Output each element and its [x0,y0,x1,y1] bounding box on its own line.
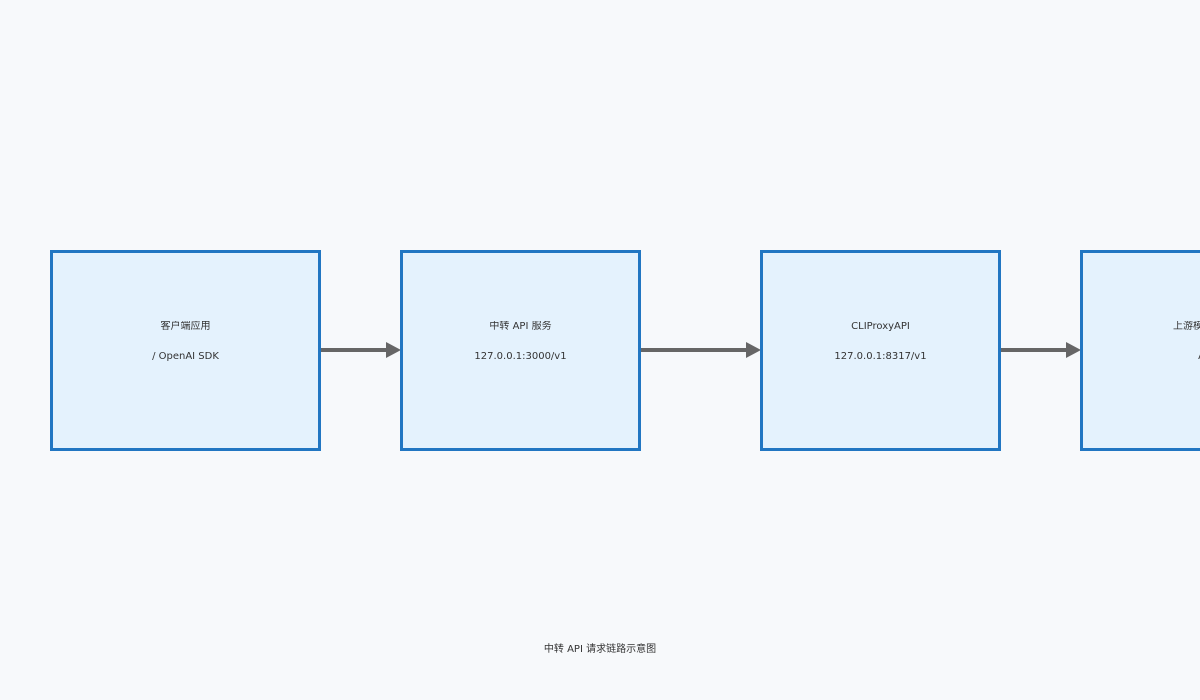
node-title: 上游模型服务 [1173,321,1200,332]
node-relay-api: 中转 API 服务 127.0.0.1:3000/v1 [400,250,641,451]
node-subtitle: AI [1083,351,1200,363]
node-client-app: 客户端应用 / OpenAI SDK [50,250,321,451]
node-title: 客户端应用 [160,321,211,332]
node-title: 中转 API 服务 [489,321,552,332]
diagram-caption: 中转 API 请求链路示意图 [543,644,657,655]
arrow-proxy-to-upstream [1001,342,1081,358]
arrow-client-to-relay [321,342,401,358]
arrow-relay-to-proxy [641,342,761,358]
node-subtitle: / OpenAI SDK [152,351,219,362]
node-upstream-model: 上游模型服务 AI [1080,250,1200,451]
node-subtitle: 127.0.0.1:8317/v1 [834,351,927,362]
node-subtitle: 127.0.0.1:3000/v1 [474,351,567,362]
node-title: CLIProxyAPI [851,321,910,332]
node-cliproxyapi: CLIProxyAPI 127.0.0.1:8317/v1 [760,250,1001,451]
